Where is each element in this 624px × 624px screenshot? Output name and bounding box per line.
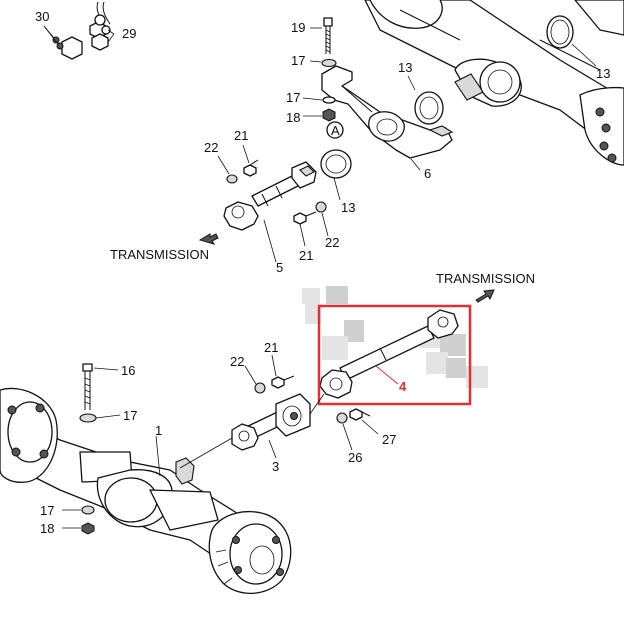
nut-18-lower <box>81 522 95 535</box>
callout-26: 26 <box>348 450 362 465</box>
bolt-21-upper-left <box>243 159 259 177</box>
arrow-to-transmission-lower <box>475 289 495 303</box>
callout-22-upper-right: 22 <box>325 235 339 250</box>
washer-17-lower-upper <box>79 413 97 423</box>
arrow-to-transmission-upper <box>198 233 219 245</box>
callout-13-mid: 13 <box>398 60 412 75</box>
callout-1: 1 <box>155 423 162 438</box>
callout-29: 29 <box>122 26 136 41</box>
callout-5: 5 <box>276 260 283 275</box>
callout-3: 3 <box>272 459 279 474</box>
washer-17-upper <box>321 58 337 68</box>
callout-17-mid: 17 <box>286 90 300 105</box>
intermediate-shaft-3 <box>231 393 311 451</box>
drive-shaft-4[interactable] <box>319 309 459 399</box>
callout-21-upper-left: 21 <box>234 128 248 143</box>
callout-19: 19 <box>291 20 305 35</box>
bolt-19 <box>323 17 333 54</box>
washer-22-upper-left <box>226 174 238 184</box>
callout-18-upper: 18 <box>286 110 300 125</box>
bolt-21-upper-right <box>293 211 317 225</box>
callout-22-lower: 22 <box>230 354 244 369</box>
callout-a: A <box>331 123 340 138</box>
washer-22-lower <box>254 382 266 394</box>
bolt-16 <box>82 363 93 410</box>
washer-17-mid <box>322 96 336 104</box>
lower-axle-housing-1 <box>0 387 292 595</box>
callout-30: 30 <box>35 9 49 24</box>
washer-22-upper-right <box>315 201 327 213</box>
washer-26 <box>336 412 348 424</box>
center-bearing-bracket-6 <box>321 65 454 159</box>
hose-fitting-assembly <box>43 1 115 60</box>
callout-17-upper: 17 <box>291 53 305 68</box>
bolt-27 <box>349 408 371 421</box>
upper-axle-housing <box>364 0 624 166</box>
drive-shaft-5 <box>223 161 317 231</box>
callout-22-upper-left: 22 <box>204 140 218 155</box>
callout-6: 6 <box>424 166 431 181</box>
caption-transmission-upper: TRANSMISSION <box>110 247 209 262</box>
callout-13-upper-right: 13 <box>596 66 610 81</box>
callout-21-lower: 21 <box>264 340 278 355</box>
callout-21-upper-right: 21 <box>299 248 313 263</box>
callout-13-lower: 13 <box>341 200 355 215</box>
caption-transmission-lower: TRANSMISSION <box>436 271 535 286</box>
seal-ring-13-lower <box>320 149 352 179</box>
obscured-region-left <box>302 286 364 360</box>
obscured-region-right <box>420 330 488 388</box>
bolt-21-lower <box>271 375 295 389</box>
detail-marker-a <box>326 121 344 139</box>
washer-17-lower <box>81 505 95 515</box>
callout-18-lower: 18 <box>40 521 54 536</box>
callout-4: 4 <box>399 379 407 394</box>
nut-18-upper <box>322 108 336 122</box>
seal-ring-13-mid <box>414 91 444 125</box>
highlight-box-part-4 <box>317 304 472 406</box>
leader-part-4 <box>375 365 399 385</box>
callout-17-lower: 17 <box>40 503 54 518</box>
callout-16: 16 <box>121 363 135 378</box>
callout-17-lower-upper: 17 <box>123 408 137 423</box>
callout-27: 27 <box>382 432 396 447</box>
